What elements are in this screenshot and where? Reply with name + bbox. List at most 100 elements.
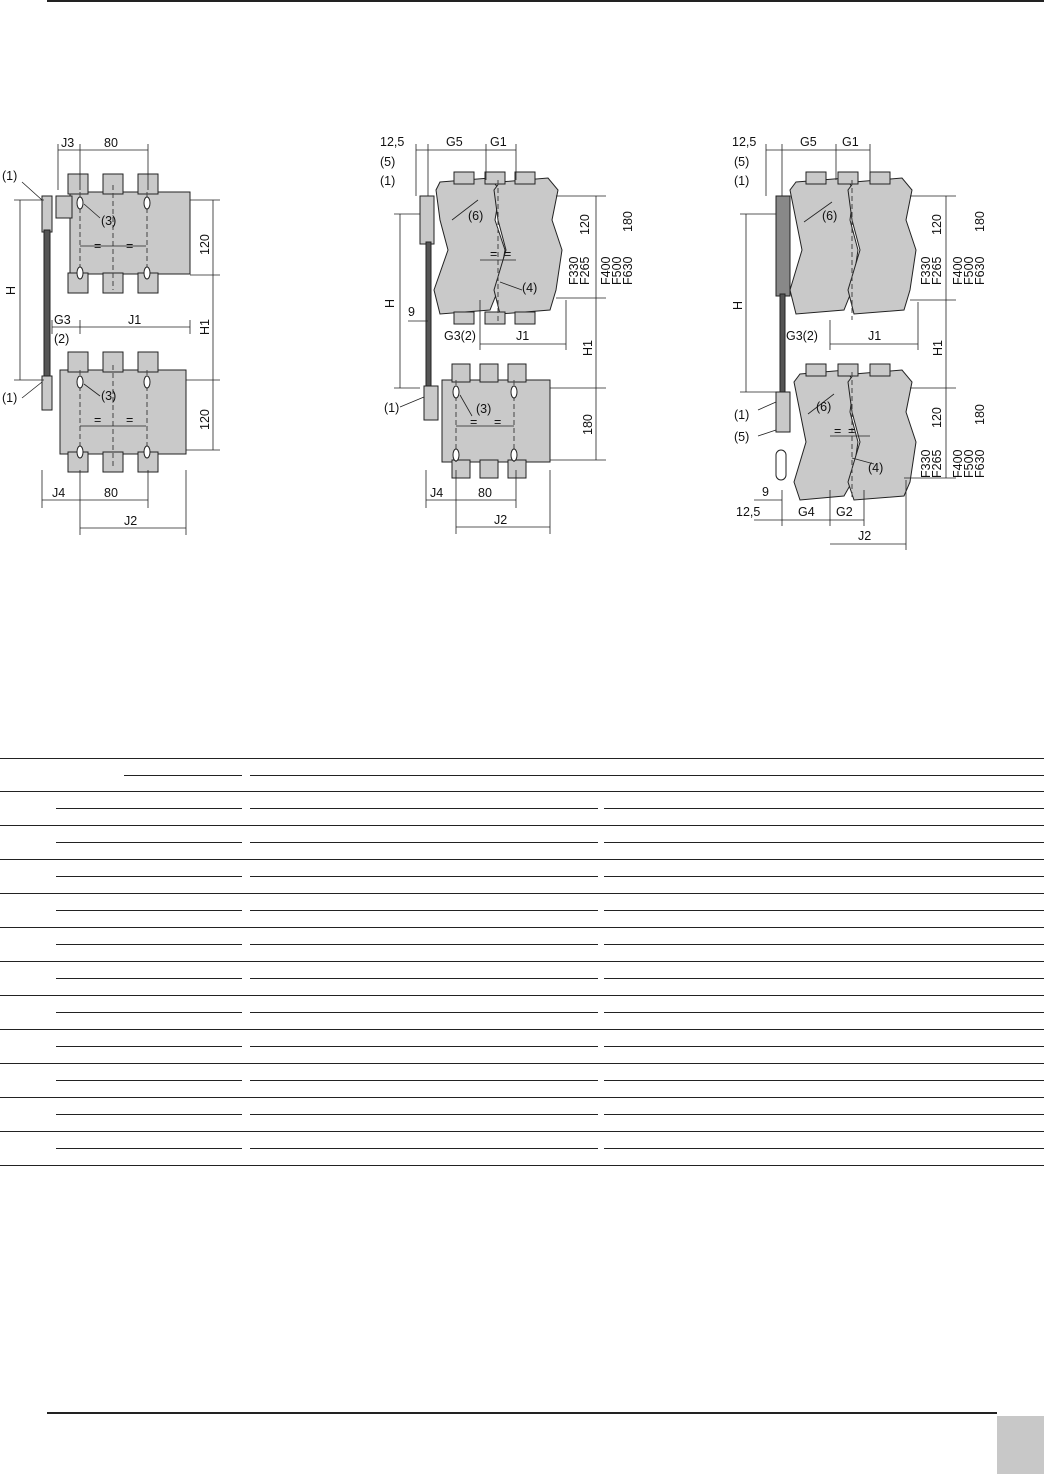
table-row-subrule — [604, 1080, 1044, 1081]
table-row-subrule — [604, 1114, 1044, 1115]
label-j1: J1 — [128, 313, 141, 327]
label-note5: (5) — [380, 155, 395, 169]
label-120-bot: 120 — [930, 407, 944, 428]
label-note1-top: (1) — [2, 169, 17, 183]
label-eq-d: = — [494, 415, 501, 429]
table-row-subrule — [56, 808, 242, 809]
table-row-rule — [0, 927, 1044, 928]
drawing-middle: 12,5 G5 G1 (5) (1) (6) = = (4) H 9 G3(2)… — [380, 135, 635, 534]
right-rod — [779, 293, 786, 395]
table-header-rule — [0, 791, 1044, 792]
label-h1: H1 — [931, 340, 945, 356]
label-g5: G5 — [800, 135, 817, 149]
dimension-drawings: J3 80 (1) (3) = = H 120 G3 J1 H1 (2) (1)… — [0, 130, 1044, 570]
label-h1: H1 — [581, 340, 595, 356]
table-row-rule — [0, 961, 1044, 962]
label-g5: G5 — [446, 135, 463, 149]
label-eq-c: = — [470, 415, 477, 429]
label-g3-2: G3(2) — [444, 329, 476, 343]
left-bottom-switch — [59, 351, 187, 473]
middle-top-handle — [419, 195, 435, 245]
table-row-subrule — [604, 1148, 1044, 1149]
label-j4: J4 — [430, 486, 443, 500]
top-rule — [47, 0, 1044, 2]
label-eq-b: = — [848, 424, 855, 438]
table-row-subrule — [250, 1148, 598, 1149]
middle-bottom-switch — [441, 363, 551, 479]
table-row-subrule — [604, 876, 1044, 877]
label-j3: J3 — [61, 136, 74, 150]
table-row-subrule — [250, 910, 598, 911]
label-g3-2: G3(2) — [786, 329, 818, 343]
label-j2: J2 — [494, 513, 507, 527]
table-row-subrule — [250, 1114, 598, 1115]
page-tab — [997, 1416, 1044, 1474]
table-row-rule — [0, 1097, 1044, 1098]
table-row-rule — [0, 995, 1044, 996]
label-9: 9 — [408, 305, 415, 319]
label-f500: F500 — [610, 256, 624, 285]
label-g2: G2 — [836, 505, 853, 519]
label-h: H — [4, 286, 18, 295]
label-note5-top: (5) — [734, 155, 749, 169]
label-80-top: 80 — [104, 136, 118, 150]
table-top-rule — [0, 758, 1044, 759]
label-180-top: 180 — [973, 211, 987, 232]
right-top-fuse-switch — [789, 171, 917, 320]
label-g3: G3 — [54, 313, 71, 327]
label-j4: J4 — [52, 486, 65, 500]
table-row-subrule — [250, 876, 598, 877]
left-bottom-handle — [41, 375, 53, 411]
table-row-subrule — [604, 808, 1044, 809]
label-eq-a: = — [490, 247, 497, 261]
drawing-left: J3 80 (1) (3) = = H 120 G3 J1 H1 (2) (1)… — [2, 136, 220, 535]
label-note1-bot: (1) — [384, 401, 399, 415]
right-slot — [775, 449, 787, 481]
table-row-subrule — [604, 910, 1044, 911]
label-f265: F265 — [578, 256, 592, 285]
label-12-5-bot: 12,5 — [736, 505, 760, 519]
label-note1-top: (1) — [380, 174, 395, 188]
left-top-handle — [41, 195, 53, 233]
table-row-subrule — [56, 1114, 242, 1115]
label-note4: (4) — [522, 281, 537, 295]
label-f500-bot: F500 — [962, 449, 976, 478]
label-80-bot: 80 — [104, 486, 118, 500]
label-f330-bot: F330 — [919, 449, 933, 478]
label-f400-top: F400 — [951, 256, 965, 285]
label-eq-c: = — [94, 413, 101, 427]
table-row-subrule — [604, 1012, 1044, 1013]
label-note3: (3) — [476, 402, 491, 416]
label-note4: (4) — [868, 461, 883, 475]
label-f330: F330 — [567, 256, 581, 285]
label-f265-bot: F265 — [930, 449, 944, 478]
left-rod — [43, 229, 51, 379]
label-note6-top: (6) — [822, 209, 837, 223]
label-eq-d: = — [126, 413, 133, 427]
label-120-top: 120 — [198, 234, 212, 255]
table-header-sub-rule-b — [250, 775, 1044, 776]
label-eq-b: = — [504, 247, 511, 261]
label-note3-top: (3) — [101, 214, 116, 228]
label-note2: (2) — [54, 332, 69, 346]
label-eq-a: = — [94, 239, 101, 253]
label-120-bot: 120 — [198, 409, 212, 430]
table-row-rule — [0, 1063, 1044, 1064]
label-12-5: 12,5 — [380, 135, 404, 149]
label-180: 180 — [581, 414, 595, 435]
label-80: 80 — [478, 486, 492, 500]
label-note3-bot: (3) — [101, 389, 116, 403]
table-row-subrule — [250, 944, 598, 945]
table-row-subrule — [56, 1148, 242, 1149]
table-row-rule — [0, 1029, 1044, 1030]
drawing-right: 12,5 G5 G1 (5) (1) (6) H G3(2) J1 H1 (6)… — [731, 135, 987, 550]
table-row-subrule — [604, 944, 1044, 945]
label-f500-top: F500 — [962, 256, 976, 285]
table-row-subrule — [56, 876, 242, 877]
table-row-subrule — [250, 842, 598, 843]
bottom-rule — [47, 1412, 997, 1414]
label-f630-bot: F630 — [973, 449, 987, 478]
label-h: H — [731, 301, 745, 310]
table-row-subrule — [56, 910, 242, 911]
table-row-rule — [0, 825, 1044, 826]
